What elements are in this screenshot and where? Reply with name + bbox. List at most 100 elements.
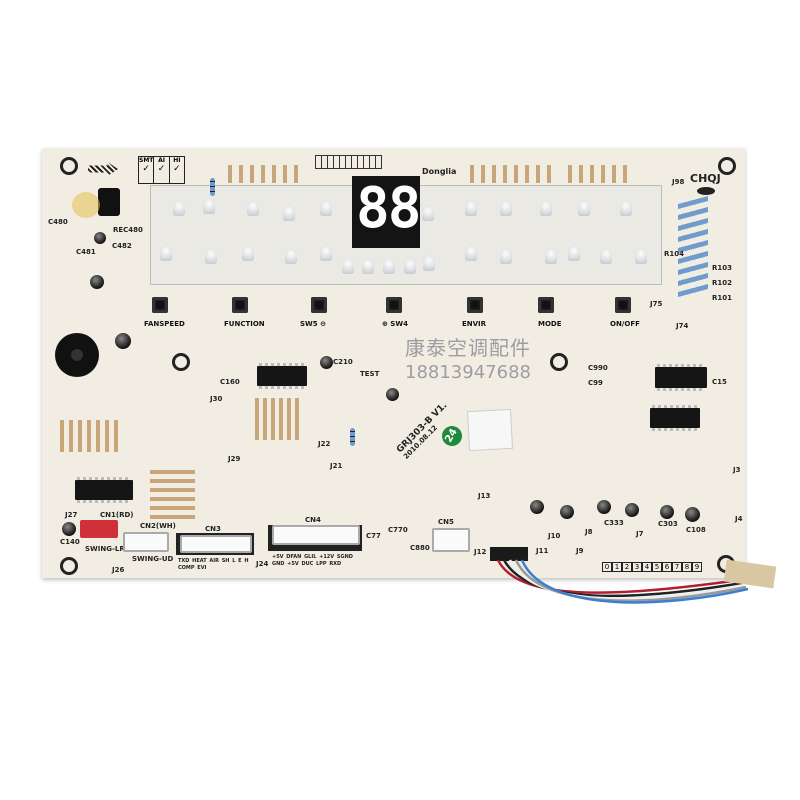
connector-label: CN5 — [438, 518, 454, 526]
connector-pin-labels: TXD HEAT AIR SH L E H COMP EVI — [178, 558, 249, 571]
mounting-hole — [550, 353, 568, 371]
silk-label: C480 — [48, 218, 68, 226]
capacitor — [115, 333, 131, 349]
number-cell: 9 — [692, 562, 702, 572]
envir-button[interactable] — [467, 297, 483, 313]
connector-cn4[interactable] — [272, 525, 360, 545]
checkbox-label: SMT — [139, 157, 154, 164]
silk-label: C210 — [333, 358, 353, 366]
connector-cn5[interactable] — [432, 528, 470, 552]
capacitor — [685, 507, 700, 522]
minus-button[interactable] — [311, 297, 327, 313]
silk-label: J8 — [585, 528, 593, 536]
silk-label: J27 — [65, 511, 78, 519]
mode-label: MODE — [538, 320, 562, 328]
connector-cn3[interactable] — [180, 535, 252, 553]
led — [320, 245, 332, 261]
mounting-hole — [718, 157, 736, 175]
connector-cn2[interactable] — [123, 532, 169, 552]
capacitor — [660, 505, 674, 519]
silk-label: J24 — [256, 560, 269, 568]
plus-label: ⊕ SW4 — [382, 320, 408, 328]
ic-chip-u2 — [655, 364, 707, 391]
led — [362, 258, 374, 274]
checkbox-label: AI — [158, 157, 165, 164]
check-icon: ✓ — [142, 164, 150, 174]
led — [285, 248, 297, 264]
led — [283, 205, 295, 221]
connector-j12[interactable] — [490, 547, 528, 561]
led — [500, 248, 512, 264]
silk-label: J4 — [735, 515, 743, 523]
silk-label: J3 — [733, 466, 741, 474]
resistor-bank — [678, 195, 708, 300]
led — [173, 200, 185, 216]
qc-checkbox-table: SMT✓ AI✓ HI✓ — [138, 156, 185, 184]
silk-label: C160 — [220, 378, 240, 386]
silk-label: REC480 — [113, 226, 143, 234]
silk-label: C15 — [712, 378, 727, 386]
capacitor — [560, 505, 574, 519]
led — [247, 200, 259, 216]
check-icon: ✓ — [157, 164, 166, 174]
silk-label: J11 — [536, 547, 549, 555]
silk-label: C481 — [76, 248, 96, 256]
number-cell: 0 — [602, 562, 612, 572]
silk-label: C108 — [686, 526, 706, 534]
display-digits: 88 — [356, 176, 421, 241]
connector-pin-labels: +5V DFAN GLIL +12V SGND GND +5V DUC LPP … — [272, 554, 353, 567]
silk-label: J26 — [112, 566, 125, 574]
led — [620, 200, 632, 216]
mounting-hole — [172, 353, 190, 371]
connector-cn1[interactable] — [80, 520, 118, 538]
capacitor — [530, 500, 544, 514]
glue-blob — [72, 192, 100, 218]
led — [465, 200, 477, 216]
resistor — [210, 178, 215, 196]
fanspeed-button[interactable] — [152, 297, 168, 313]
qc-paper-label — [466, 408, 514, 452]
checkbox-label: HI — [173, 157, 181, 164]
pin-header — [315, 155, 382, 169]
connector-label: CN3 — [205, 525, 221, 533]
resistor-row — [568, 165, 628, 183]
envir-label: ENVIR — [462, 320, 487, 328]
watermark-phone: 18813947688 — [405, 362, 531, 383]
led — [600, 248, 612, 264]
led — [342, 258, 354, 274]
capacitor — [62, 522, 76, 536]
led — [320, 200, 332, 216]
silk-label: C140 — [60, 538, 80, 546]
check-icon: ✓ — [173, 164, 181, 174]
capacitor — [90, 275, 104, 289]
silk-label: C990 — [588, 364, 608, 372]
number-cell: 2 — [622, 562, 632, 572]
silk-label: J98 — [672, 178, 685, 186]
number-cell: 5 — [652, 562, 662, 572]
number-cell: 1 — [612, 562, 622, 572]
on-off-button[interactable] — [615, 297, 631, 313]
silk-label: J13 — [478, 492, 491, 500]
led — [635, 248, 647, 264]
resistor-array — [60, 420, 120, 452]
connector-label: CN2(WH) — [140, 522, 176, 530]
fanspeed-label: FANSPEED — [144, 320, 185, 328]
function-button[interactable] — [232, 297, 248, 313]
function-label: FUNCTION — [224, 320, 265, 328]
led — [423, 255, 435, 271]
connector-label: CN1(RD) — [100, 511, 134, 519]
led — [383, 258, 395, 274]
capacitor — [386, 388, 399, 401]
plus-button[interactable] — [386, 297, 402, 313]
silk-label: J7 — [636, 530, 644, 538]
ic-chip-u3 — [75, 477, 133, 503]
arrow-icon — [88, 162, 118, 176]
led — [422, 205, 434, 221]
silk-label: J74 — [676, 322, 689, 330]
connector-sublabel: SWING-UD — [132, 555, 174, 563]
mounting-hole — [60, 557, 78, 575]
connector-label: CN4 — [305, 516, 321, 524]
led — [242, 245, 254, 261]
mode-button[interactable] — [538, 297, 554, 313]
silk-label: C482 — [112, 242, 132, 250]
